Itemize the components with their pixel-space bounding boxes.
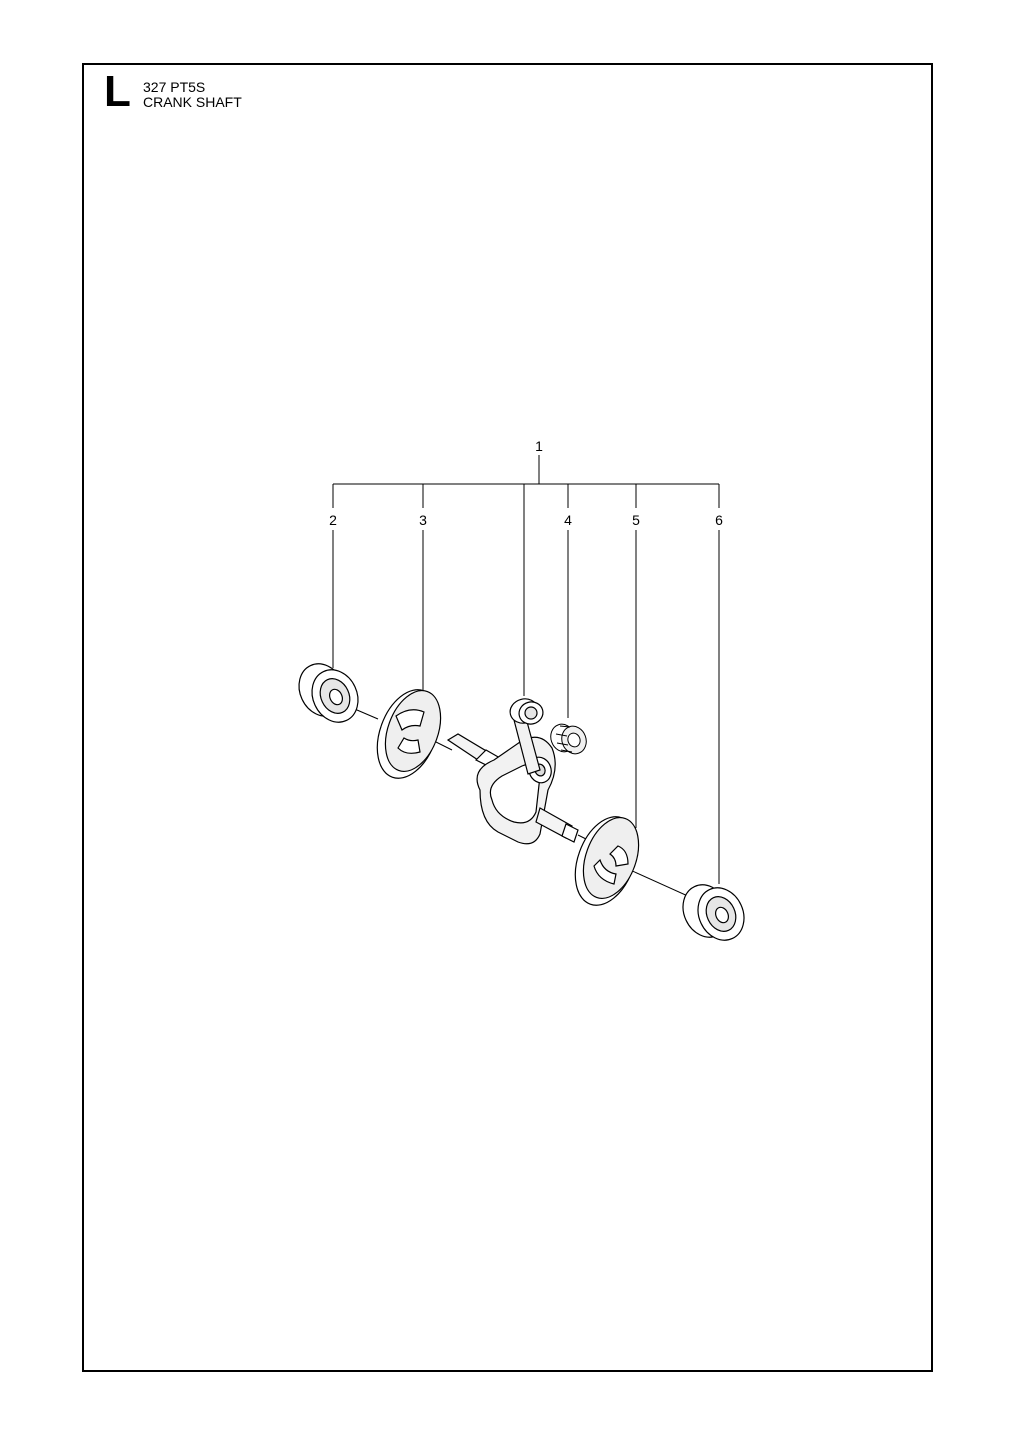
axis-line-far-right (627, 868, 691, 898)
callout-1: 1 (535, 438, 543, 454)
callout-3: 3 (419, 512, 427, 528)
page-title: CRANK SHAFT (143, 94, 242, 110)
model-number: 327 PT5S (143, 79, 206, 95)
thrust-washer-right (574, 816, 640, 906)
section-letter: L (104, 67, 131, 116)
callout-2: 2 (329, 512, 337, 528)
axis-line-mid (433, 740, 453, 751)
callout-4: 4 (564, 512, 572, 528)
callout-6: 6 (715, 512, 723, 528)
callout-5: 5 (632, 512, 640, 528)
ball-bearing-left (298, 663, 359, 723)
thrust-washer-left (376, 689, 442, 779)
page-frame (82, 63, 933, 1372)
ball-bearing-right (682, 884, 745, 941)
needle-bearing (550, 723, 587, 755)
connecting-rod (509, 698, 544, 775)
